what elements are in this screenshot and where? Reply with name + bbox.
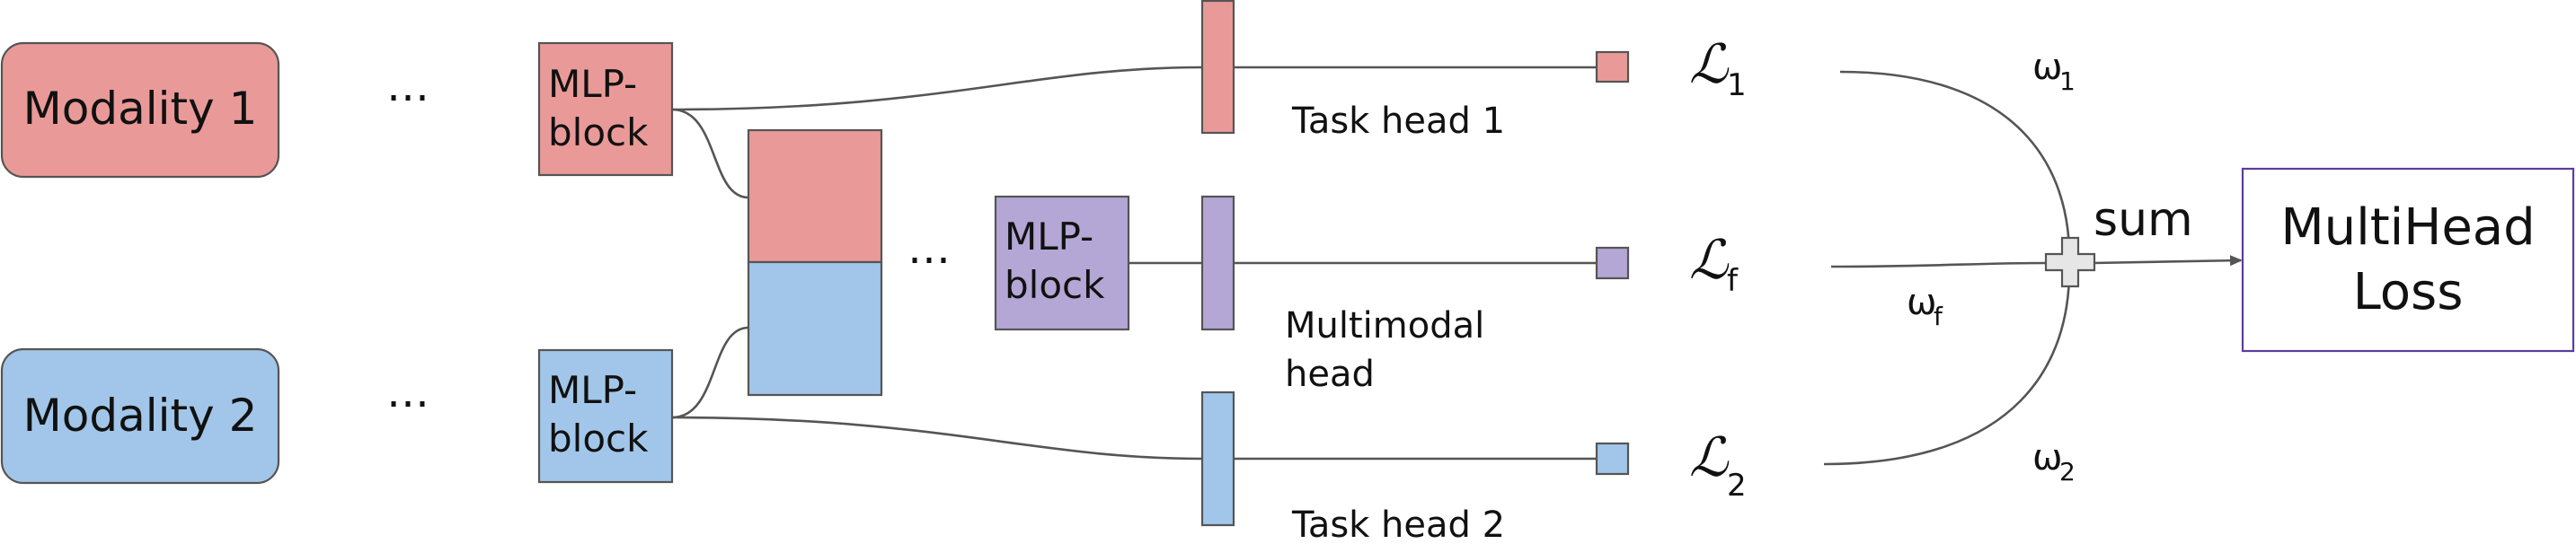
loss-f-symbol: ℒ f [1689, 229, 1739, 299]
ellipsis-top: … [386, 61, 431, 111]
task-2-output-square [1595, 442, 1630, 476]
concat-block-blue [747, 260, 883, 397]
task-head-2-label: Task head 2 [1291, 505, 1505, 544]
task-head-2-bar [1200, 390, 1235, 527]
loss-f-letter: ℒ [1689, 229, 1730, 292]
ellipsis-middle: … [907, 224, 952, 274]
mlp-block-1: MLP- block [537, 41, 674, 177]
edge-lf-to-sum [1830, 261, 2048, 268]
weight-f-letter: ω [1907, 282, 1937, 323]
edge-sum-to-multihead-loss [2093, 255, 2243, 267]
modality-2-node: Modality 2 [0, 347, 280, 485]
sum-plus-icon [2044, 236, 2096, 288]
multimodal-head-bar [1200, 195, 1235, 331]
multimodal-head-label-line1: Multimodal [1285, 305, 1484, 347]
loss-1-letter: ℒ [1689, 33, 1730, 96]
multimodal-head-label-line2: head [1285, 354, 1375, 395]
concat-block-pink [747, 128, 883, 264]
mlp-block-1-line1: MLP- [548, 62, 637, 106]
edge-mlp2-to-concat [671, 326, 749, 419]
weight-f-subscript: f [1934, 302, 1943, 331]
multihead-loss-line2: Loss [2353, 263, 2464, 321]
sum-label: sum [2094, 193, 2193, 247]
edge-mlp2-to-taskhead2 [671, 416, 1203, 461]
ellipsis-bottom: … [386, 367, 431, 417]
multimodal-output-square [1595, 246, 1630, 280]
weight-1-subscript: 1 [2059, 66, 2076, 96]
weight-1-letter: ω [2032, 47, 2063, 88]
mlp-block-multimodal-line1: MLP- [1005, 215, 1093, 259]
edge-mlp1-to-concat [671, 108, 749, 199]
edge-mlp1-to-taskhead1 [671, 66, 1203, 111]
modality-1-node: Modality 1 [0, 41, 280, 179]
loss-1-symbol: ℒ 1 [1689, 33, 1747, 103]
mlp-block-multimodal-line2: block [1005, 263, 1105, 307]
multihead-loss-line1: MultiHead [2280, 198, 2535, 257]
weight-2-letter: ω [2032, 437, 2063, 478]
concat-block [747, 128, 883, 397]
weight-2-subscript: 2 [2059, 457, 2076, 487]
task-head-1-label: Task head 1 [1291, 101, 1505, 142]
task-head-1-bar [1200, 0, 1235, 135]
weight-2: ω 2 [2032, 437, 2076, 487]
loss-2-subscript: 2 [1727, 468, 1747, 504]
weight-f: ω f [1907, 282, 1943, 331]
mlp-block-2: MLP- block [537, 348, 674, 484]
weight-1: ω 1 [2032, 47, 2076, 96]
edge-l2-to-sum [1823, 270, 2071, 466]
mlp-block-multimodal: MLP- block [994, 195, 1130, 331]
loss-2-symbol: ℒ 2 [1689, 426, 1747, 504]
mlp-block-2-line1: MLP- [548, 368, 637, 412]
task-1-output-square [1595, 50, 1630, 83]
loss-f-subscript: f [1727, 263, 1739, 299]
modality-1-label: Modality 1 [23, 83, 258, 135]
mlp-block-1-line2: block [548, 110, 649, 154]
modality-2-label: Modality 2 [23, 390, 258, 442]
edge-l1-to-sum [1839, 70, 2071, 257]
loss-2-letter: ℒ [1689, 426, 1730, 489]
multihead-loss-node: MultiHead Loss [2241, 167, 2575, 353]
mlp-block-2-line2: block [548, 417, 649, 461]
loss-1-subscript: 1 [1727, 67, 1747, 103]
connection-lines [671, 66, 2243, 466]
